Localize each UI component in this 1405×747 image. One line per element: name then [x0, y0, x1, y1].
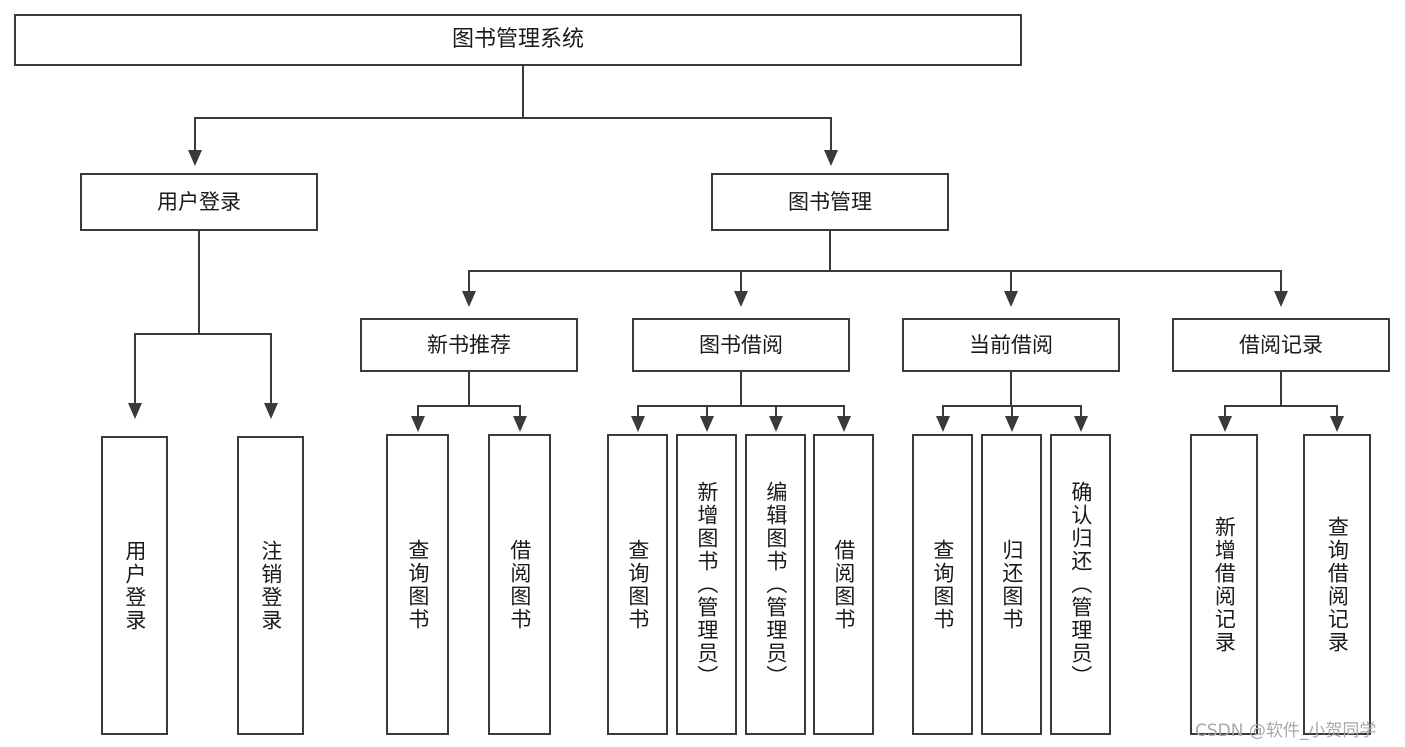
connector-cb-drop-3 [1080, 405, 1082, 419]
node-root-library-system[interactable]: 图书管理系统 [14, 14, 1022, 66]
arrow-cb-leaf-2 [1005, 416, 1019, 432]
node-borrow-record[interactable]: 借阅记录 [1172, 318, 1390, 372]
leaf-cb-return-book[interactable]: 归还图书 [981, 434, 1042, 735]
arrow-nb-leaf-1 [411, 416, 425, 432]
leaf-bb-query-book[interactable]: 查询图书 [607, 434, 668, 735]
arrow-nb-leaf-2 [513, 416, 527, 432]
connector-bb-drop-3 [775, 405, 777, 419]
connector-book-manage-drop-3 [1010, 270, 1012, 293]
node-label: 查询图书 [930, 538, 955, 631]
connector-book-manage-drop-1 [468, 270, 470, 293]
arrow-bb-leaf-2 [700, 416, 714, 432]
node-label: 借阅图书 [831, 538, 856, 631]
leaf-nb-query-book[interactable]: 查询图书 [386, 434, 449, 735]
arrow-to-current-borrow [1004, 291, 1018, 307]
node-label: 新书推荐 [427, 332, 511, 357]
connector-cb-drop-2 [1011, 405, 1013, 419]
arrow-cb-leaf-3 [1074, 416, 1088, 432]
node-label: 当前借阅 [969, 332, 1053, 357]
csdn-watermark: CSDN @软件_小贺同学 [1195, 716, 1376, 741]
connector-bb-drop-4 [843, 405, 845, 419]
leaf-bb-add-book-admin[interactable]: 新增图书（管理员） [676, 434, 737, 735]
connector-user-login-bar [134, 333, 272, 335]
node-label: 用户登录 [122, 539, 147, 632]
arrow-to-user-login [188, 150, 202, 166]
node-current-borrow[interactable]: 当前借阅 [902, 318, 1120, 372]
arrow-to-book-borrow [734, 291, 748, 307]
arrow-to-new-book-recommend [462, 291, 476, 307]
node-label: 注销登录 [258, 539, 283, 632]
node-label: 归还图书 [999, 538, 1024, 631]
leaf-user-login[interactable]: 用户登录 [101, 436, 168, 735]
arrow-bb-leaf-1 [631, 416, 645, 432]
connector-current-borrow-stem [1010, 372, 1012, 406]
connector-user-login-drop-2 [270, 333, 272, 405]
node-label: 新增借阅记录 [1212, 515, 1237, 654]
connector-br-drop-1 [1224, 405, 1226, 419]
connector-book-borrow-bar [637, 405, 845, 407]
connector-user-login-drop-1 [134, 333, 136, 405]
connector-new-book-bar [417, 405, 521, 407]
node-label: 图书借阅 [699, 332, 783, 357]
arrow-br-leaf-2 [1330, 416, 1344, 432]
connector-new-book-drop-1 [417, 405, 419, 419]
node-label: 用户登录 [157, 189, 241, 214]
node-label: 图书管理 [788, 189, 872, 214]
leaf-cb-confirm-return-admin[interactable]: 确认归还（管理员） [1050, 434, 1111, 735]
connector-root-bar [194, 117, 832, 119]
connector-cb-drop-1 [942, 405, 944, 419]
leaf-logout[interactable]: 注销登录 [237, 436, 304, 735]
connector-root-to-book-manage [830, 117, 832, 153]
leaf-br-add-record[interactable]: 新增借阅记录 [1190, 434, 1258, 735]
leaf-cb-query-book[interactable]: 查询图书 [912, 434, 973, 735]
node-label: 新增图书（管理员） [694, 481, 719, 688]
node-user-login[interactable]: 用户登录 [80, 173, 318, 231]
connector-user-login-stem [198, 231, 200, 334]
node-label: 查询图书 [625, 538, 650, 631]
node-label: 图书管理系统 [451, 27, 584, 53]
connector-new-book-drop-2 [519, 405, 521, 419]
node-label: 借阅记录 [1239, 332, 1323, 357]
leaf-bb-borrow-book[interactable]: 借阅图书 [813, 434, 874, 735]
connector-borrow-record-bar [1224, 405, 1338, 407]
connector-root-stem [522, 66, 524, 118]
node-label: 编辑图书（管理员） [763, 481, 788, 688]
node-label: 借阅图书 [507, 538, 532, 631]
node-new-book-recommend[interactable]: 新书推荐 [360, 318, 578, 372]
connector-new-book-stem [468, 372, 470, 406]
arrow-bb-leaf-3 [769, 416, 783, 432]
node-label: 查询借阅记录 [1325, 515, 1350, 654]
leaf-nb-borrow-book[interactable]: 借阅图书 [488, 434, 551, 735]
arrow-to-leaf-logout [264, 403, 278, 419]
arrow-cb-leaf-1 [936, 416, 950, 432]
connector-book-manage-bar [468, 270, 1282, 272]
connector-borrow-record-stem [1280, 372, 1282, 406]
arrow-to-borrow-record [1274, 291, 1288, 307]
connector-book-manage-drop-2 [740, 270, 742, 293]
arrow-to-book-manage [824, 150, 838, 166]
leaf-bb-edit-book-admin[interactable]: 编辑图书（管理员） [745, 434, 806, 735]
arrow-br-leaf-1 [1218, 416, 1232, 432]
arrow-to-leaf-user-login [128, 403, 142, 419]
watermark-text: CSDN @软件_小贺同学 [1195, 721, 1377, 741]
connector-bb-drop-2 [706, 405, 708, 419]
node-book-borrow[interactable]: 图书借阅 [632, 318, 850, 372]
connector-book-manage-stem [829, 231, 831, 271]
node-label: 查询图书 [405, 538, 430, 631]
leaf-br-query-record[interactable]: 查询借阅记录 [1303, 434, 1371, 735]
connector-root-to-user-login [194, 117, 196, 153]
connector-book-manage-drop-4 [1280, 270, 1282, 293]
node-label: 确认归还（管理员） [1068, 481, 1093, 688]
node-book-manage[interactable]: 图书管理 [711, 173, 949, 231]
connector-bb-drop-1 [637, 405, 639, 419]
arrow-bb-leaf-4 [837, 416, 851, 432]
connector-br-drop-2 [1336, 405, 1338, 419]
connector-book-borrow-stem [740, 372, 742, 406]
